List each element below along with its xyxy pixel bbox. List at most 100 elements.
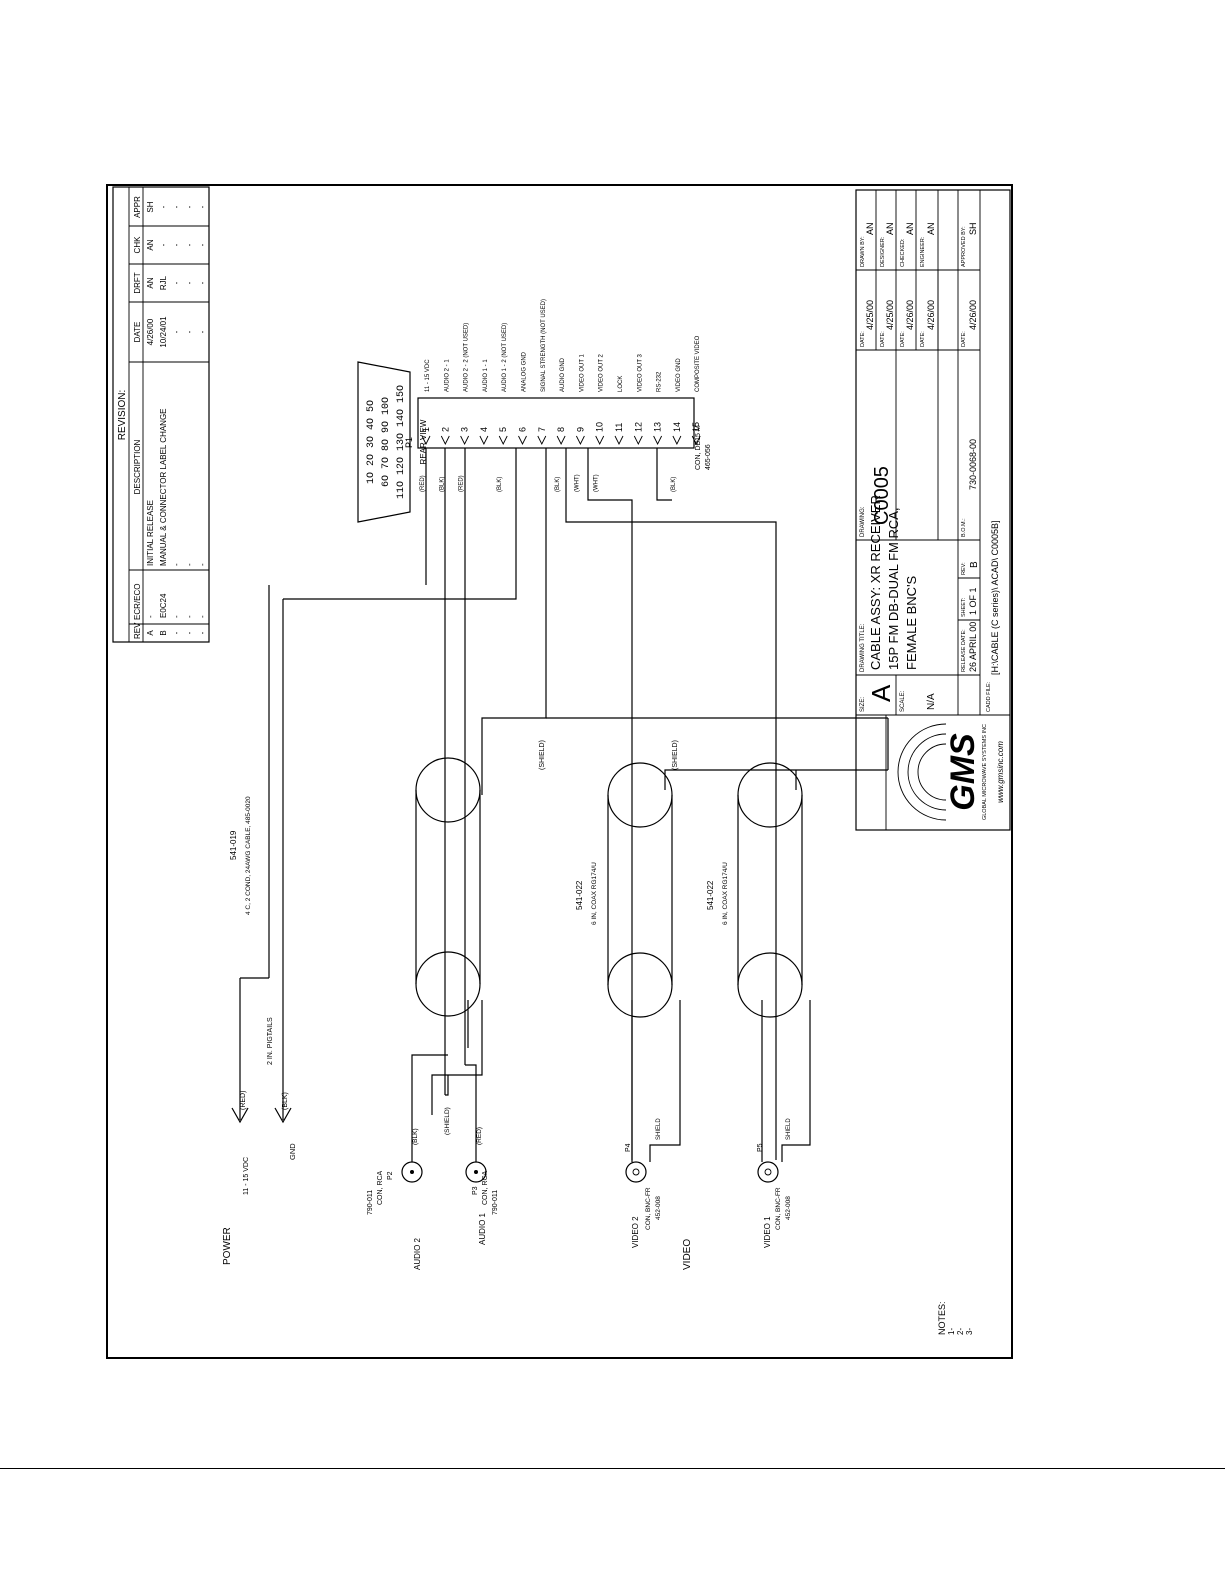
ecr-col-header: ECR/ECO (133, 584, 142, 620)
power-red-label: (RED) (240, 1091, 247, 1110)
pin-8-arrow (556, 435, 566, 446)
p4-part-number: 452-008 (655, 1196, 662, 1220)
notes-block: NOTES: 1- 2- 3- (937, 1301, 974, 1335)
revision-row-2-desc: MANUAL & CONNECTOR LABEL CHANGE (159, 408, 168, 566)
release-date-value: 26 APRIL 00 (968, 622, 978, 672)
date-col-header: DATE (133, 322, 142, 343)
p1-label: P1 (404, 437, 414, 448)
pin-15-number: 15 (691, 422, 701, 432)
pin-15-arrow (691, 435, 701, 446)
revision-title: REVISION: (117, 390, 128, 441)
engineer-value: AN (926, 222, 936, 235)
revision-row-1-chk: AN (146, 239, 155, 250)
revision-row-5-rev: - (198, 631, 207, 634)
drft-col-header: DRFT (133, 272, 142, 293)
pin-6-arrow (518, 435, 527, 446)
pin-6-signal: ANALOG GND (522, 351, 528, 392)
pin-10-signal: VIDEO OUT 2 (599, 353, 605, 392)
sheet-label: SHEET: (961, 597, 967, 617)
chk-col-header: CHK (133, 236, 142, 254)
scale-label: SCALE: (900, 690, 906, 712)
pin-12-signal: VIDEO OUT 3 (637, 353, 643, 392)
power-cable-desc: 4 C, 2 COND, 24AWG CABLE, 485-0020 (245, 796, 252, 915)
date2-value: 4/25/00 (885, 300, 895, 330)
pin-3-number: 3 (460, 427, 470, 432)
power-vdc-label: 11 - 15 VDC (243, 1157, 250, 1195)
video-heading: VIDEO (682, 1239, 693, 1270)
pin-5-signal: AUDIO 1 - 2 (NOT USED) (502, 323, 508, 392)
pin-4-number: 4 (479, 427, 489, 432)
pin-15-signal: COMPOSITE VIDEO (695, 335, 701, 392)
logo-text: GMS (944, 733, 982, 811)
drawn-by-label: DRAWN BY: (860, 236, 866, 267)
power-blk-label: (BLK) (282, 1092, 289, 1110)
revision-row-3-chk: - (172, 243, 181, 246)
drawing-title-line3: FEMALE BNC'S (904, 575, 919, 670)
pin-9-arrow (575, 435, 585, 446)
pin-12-number: 12 (633, 422, 643, 432)
pin-8-wire-color: (BLK) (555, 477, 561, 492)
p3-rca-pin (474, 1170, 478, 1174)
revision-row-4-appr: - (185, 205, 194, 208)
date3-value: 4/26/00 (905, 300, 915, 330)
pin-1-number: 1 (421, 427, 431, 432)
video1-label: VIDEO 1 (763, 1216, 772, 1248)
pin-10-arrow (595, 435, 605, 446)
drawing-number: C0005 (871, 466, 893, 525)
revision-row-4-drft: - (185, 281, 194, 284)
p5-ref: P5 (757, 1143, 764, 1152)
revision-row-5-ecr: - (198, 615, 207, 618)
bom-value: 730-0068-00 (968, 439, 978, 490)
bom-label: B.O.M.: (961, 518, 967, 537)
revision-row-1-desc: INITIAL RELEASE (146, 500, 155, 566)
date5-value: 4/26/00 (968, 300, 978, 330)
pin-7-signal: SIGNAL STRENGTH (NOT USED) (541, 299, 547, 392)
rev-value: B (969, 561, 980, 568)
appr-col-header: APPR (133, 196, 142, 218)
p2-rca-pin (410, 1170, 414, 1174)
page-bottom-rule (0, 1468, 1225, 1469)
revision-row-2-chk: - (159, 243, 168, 246)
revision-row-5-appr: - (198, 205, 207, 208)
video2-cable (607, 762, 673, 1018)
p2-rca-connector (401, 1161, 423, 1183)
p4-bnc-connector (625, 1161, 647, 1183)
revision-row-5-drft: - (198, 281, 207, 284)
video1-cable-desc: 6 IN, COAX RG174/U (722, 862, 729, 925)
revision-row-1-rev: A (146, 630, 155, 636)
p2-part: CON, RCA (377, 1170, 384, 1205)
rev-col-header: REV (133, 622, 142, 639)
date3-label: DATE: (900, 331, 906, 347)
revision-row-2-date: 10/24/01 (159, 316, 168, 348)
pin-13-signal: RS-232 (657, 371, 663, 392)
pin-1-signal: 11 - 15 VDC (425, 359, 431, 392)
revision-row-3-desc: - (172, 563, 181, 566)
db15-rear-view: 1O 2O 3O 4O 5O 6O 7O 8O 9O 10O 11O 12O 1… (357, 361, 428, 523)
revision-row-5-desc: - (198, 563, 207, 566)
p3-red-label: (RED) (476, 1127, 483, 1145)
company-logo: GMS GLOBAL MICROWAVE SYSTEMS INC www.gms… (885, 714, 1011, 831)
p3-ref: P3 (472, 1186, 479, 1195)
date2-label: DATE: (880, 331, 886, 347)
rear-view-caption: REAR VIEW (419, 419, 428, 464)
pin-2-wire-color: (BLK) (439, 477, 445, 492)
revision-row-1-ecr: - (146, 615, 155, 618)
drawn-by-value: AN (865, 222, 875, 235)
p4-ref: P4 (625, 1143, 632, 1152)
revision-row-5-date: - (198, 330, 207, 333)
p4-part: CON, BNC-FR (645, 1187, 652, 1230)
p5-bnc-connector (757, 1161, 779, 1183)
engineer-label: ENGINEER: (920, 236, 926, 267)
cad-file-label: CADD FILE: (986, 681, 992, 712)
pin-9-signal: VIDEO OUT 1 (579, 353, 585, 392)
audio2-label: AUDIO 2 (413, 1237, 422, 1270)
desc-col-header: DESCRIPTION (133, 439, 142, 494)
pin-10-number: 10 (595, 422, 605, 432)
pin-12-arrow (633, 435, 643, 446)
gnd-label: GND (288, 1143, 297, 1160)
pin-11-number: 11 (614, 423, 624, 432)
pin-7-number: 7 (537, 427, 547, 432)
revision-row-1-drft: AN (146, 277, 155, 288)
revision-row-2-appr: - (159, 205, 168, 208)
